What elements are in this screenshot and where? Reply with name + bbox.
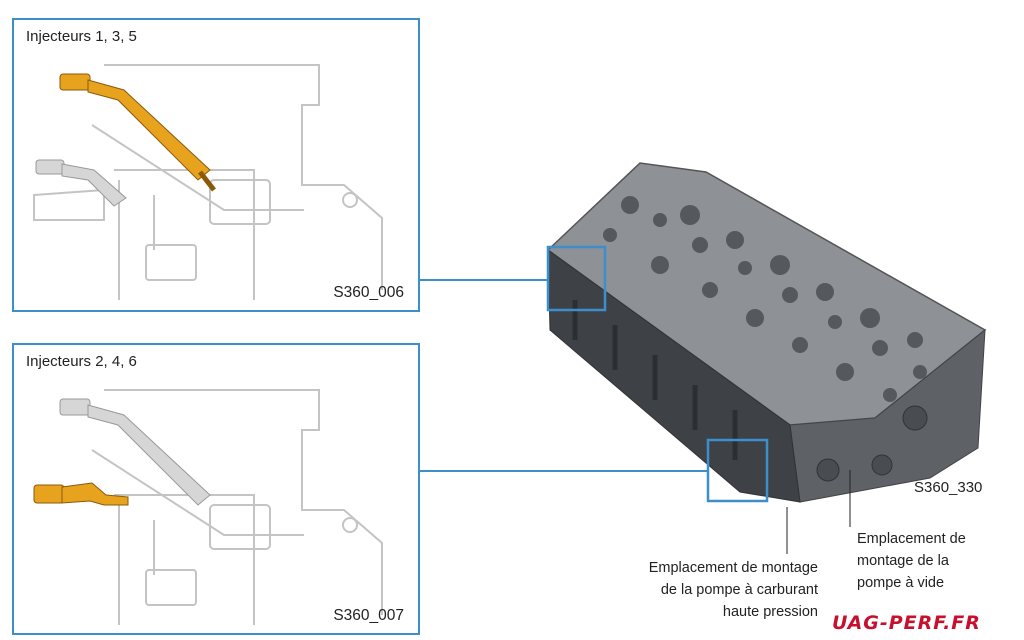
injector-highlighted-bottom bbox=[33, 482, 129, 506]
cylinder-head-figure-code: S360_330 bbox=[914, 479, 983, 496]
caption-line: haute pression bbox=[722, 604, 818, 620]
caption-high-pressure-pump: Emplacement de montage de la pompe à car… bbox=[598, 557, 818, 623]
cylinder-head-image bbox=[546, 162, 987, 503]
caption-line: pompe à vide bbox=[857, 575, 945, 591]
figure-code: S360_007 bbox=[333, 607, 404, 624]
caption-line: Emplacement de montage bbox=[648, 560, 818, 576]
highlight-box-top bbox=[546, 245, 607, 312]
engine-section-drawing-bottom bbox=[33, 389, 383, 625]
figure-code: S360_006 bbox=[333, 284, 404, 301]
caption-vacuum-pump: Emplacement de montage de la pompe à vid… bbox=[857, 528, 1007, 594]
injector-panel-top: Injecteurs 1, 3, 5 S360_006 bbox=[12, 18, 420, 312]
engine-section-drawing-top bbox=[33, 64, 383, 300]
caption-line: Emplacement de bbox=[857, 531, 966, 547]
highlight-box-bottom bbox=[706, 438, 769, 503]
brand-logo: UAG-PERF.FR bbox=[832, 612, 981, 634]
caption-line: de la pompe à carburant bbox=[660, 582, 818, 598]
injector-highlighted-top bbox=[59, 73, 216, 192]
injector-panel-bottom: Injecteurs 2, 4, 6 S360_007 bbox=[12, 343, 420, 635]
caption-line: montage de la bbox=[857, 553, 949, 569]
panel-title: Injecteurs 1, 3, 5 bbox=[26, 28, 137, 45]
panel-title: Injecteurs 2, 4, 6 bbox=[26, 353, 137, 370]
